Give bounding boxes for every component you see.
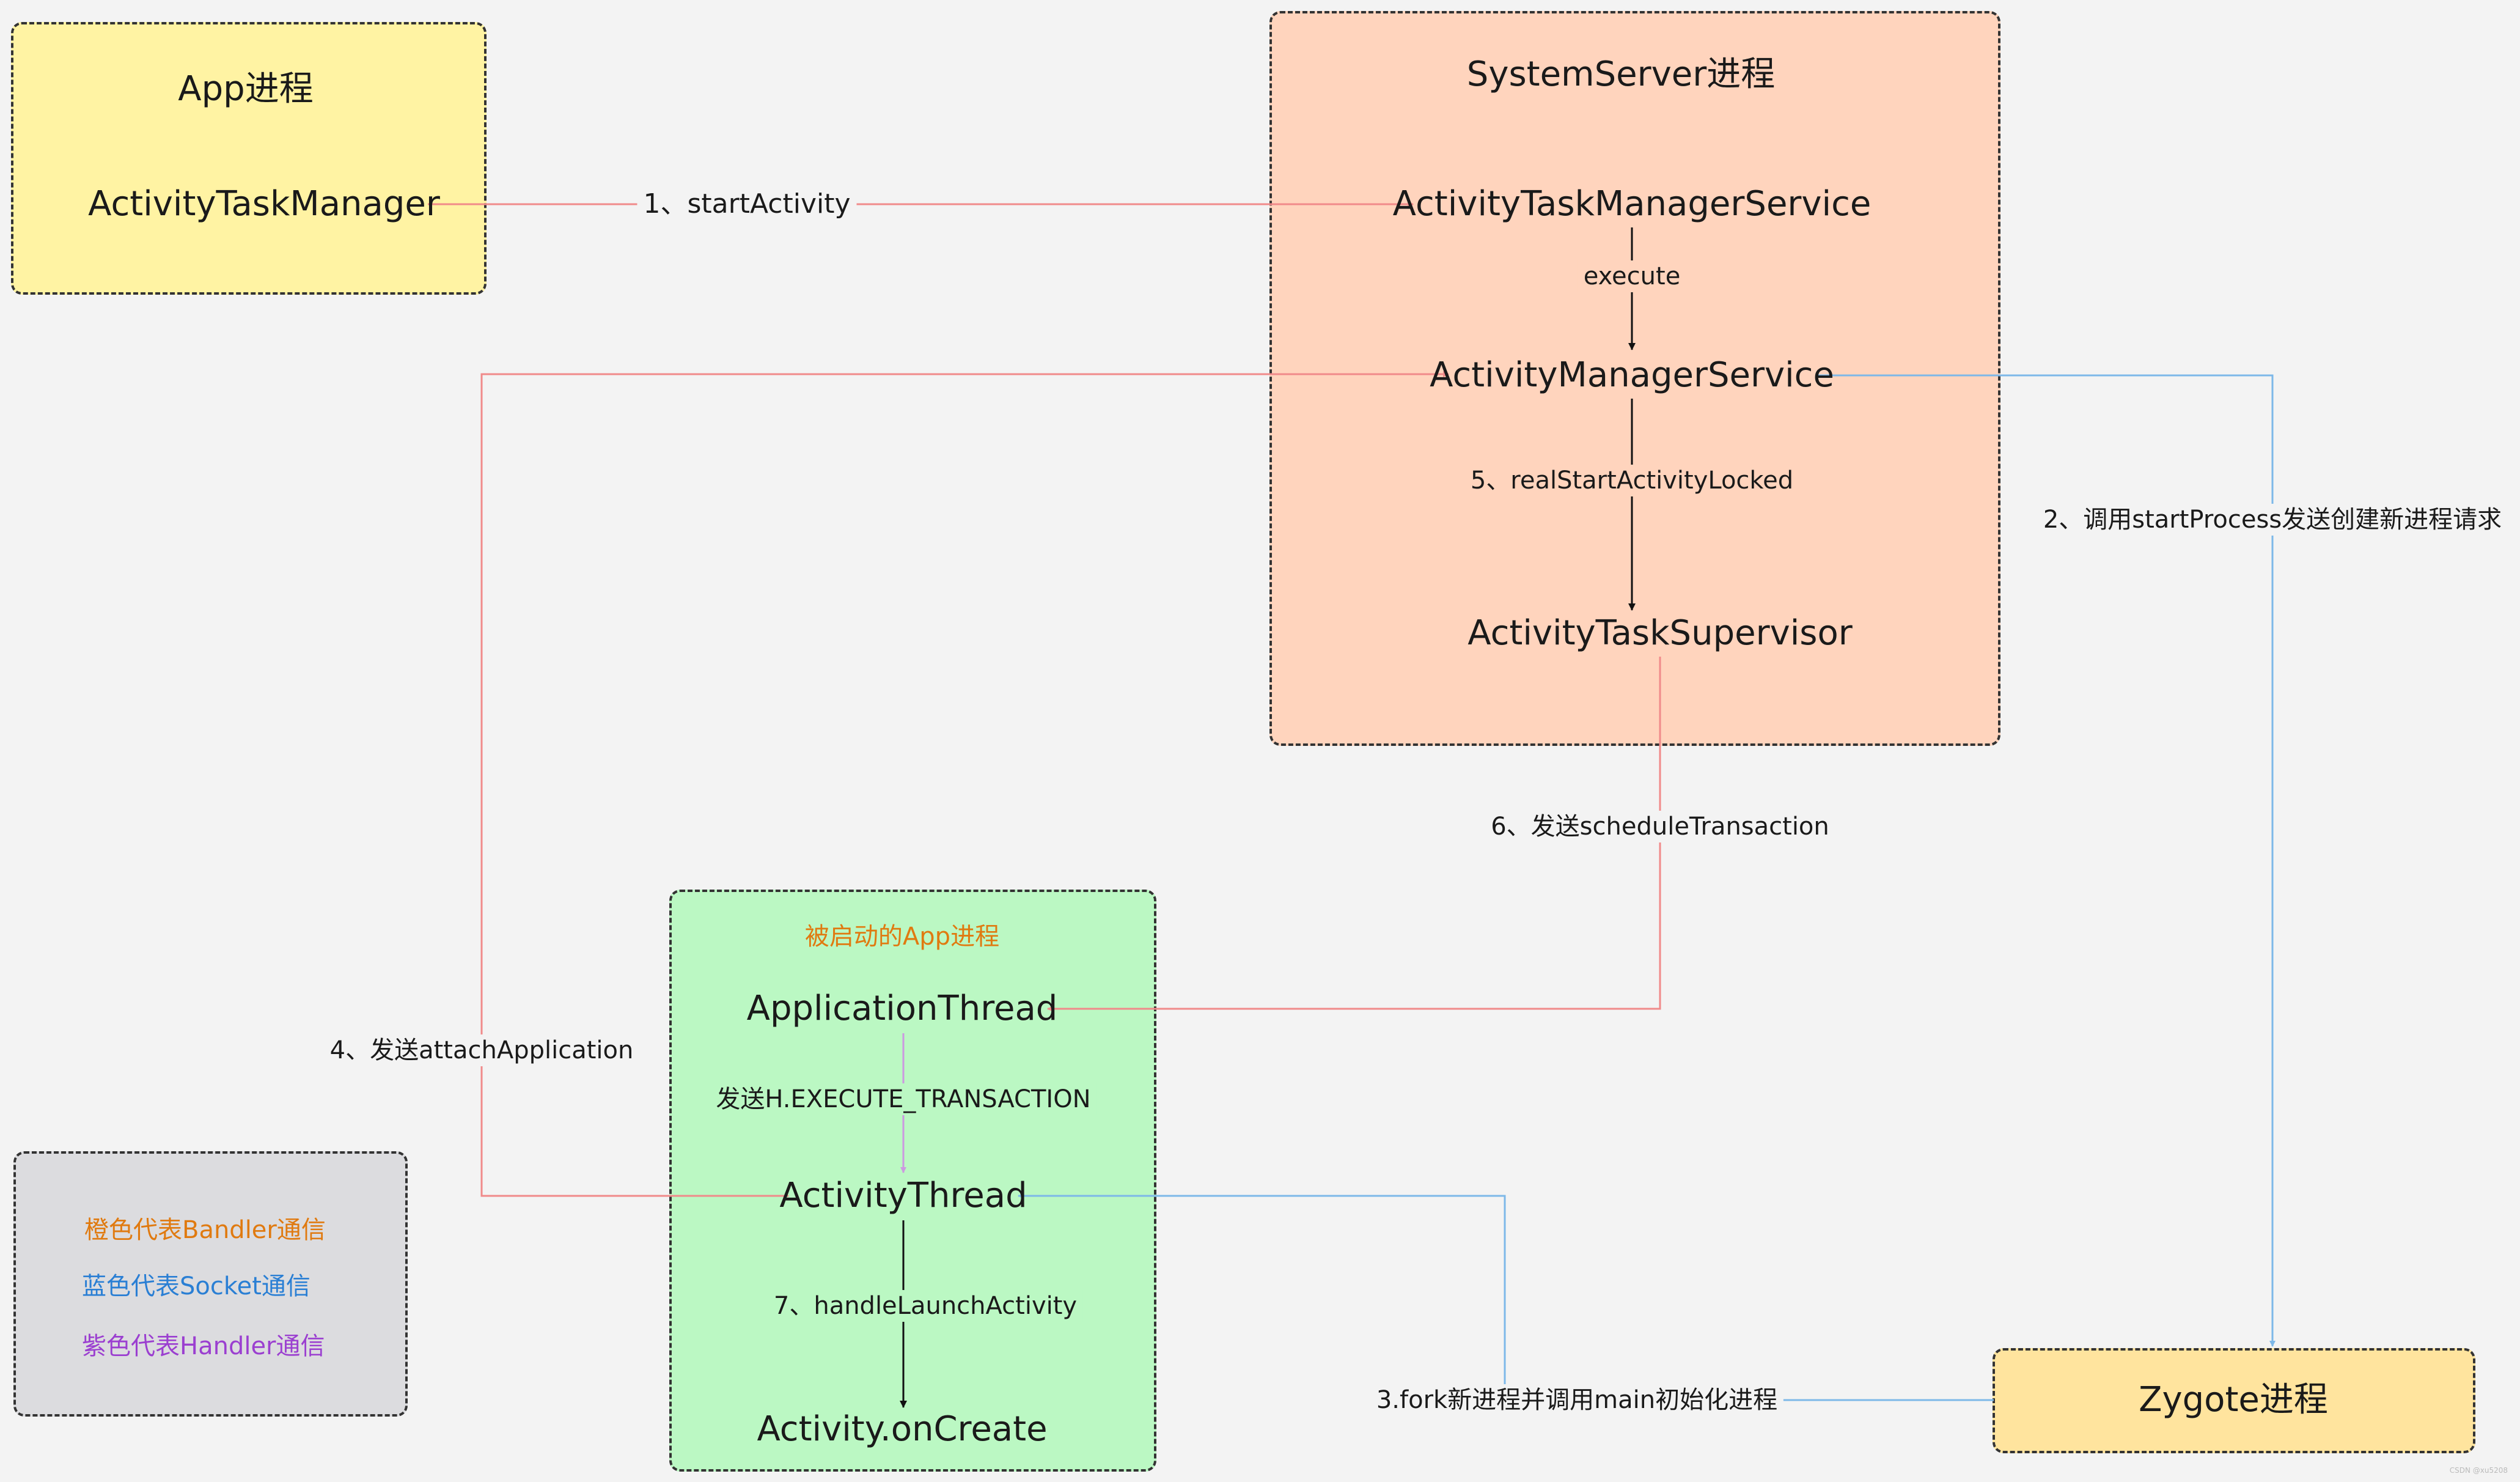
edge-handle-launch-label: 7、handleLaunchActivity xyxy=(767,1290,1084,1322)
node-activity-task-supervisor[interactable]: ActivityTaskSupervisor xyxy=(1468,613,1853,653)
app-process-title: App进程 xyxy=(178,69,314,109)
edge-attach-application-line xyxy=(480,371,1449,1197)
watermark: CSDN @xu5208 xyxy=(2449,1466,2508,1475)
edge-attach-application-label: 4、发送attachApplication xyxy=(323,1034,640,1066)
edge-fork-line xyxy=(1018,1193,1994,1401)
edge-fork-label: 3.fork新进程并调用main初始化进程 xyxy=(1370,1384,1784,1416)
legend-binder: 橙色代表Bandler通信 xyxy=(84,1216,326,1244)
zygote-process-box xyxy=(1993,1348,2475,1453)
launched-app-title: 被启动的App进程 xyxy=(804,923,1000,951)
edge-schedule-transaction-line xyxy=(1047,657,1661,1012)
system-server-process-box xyxy=(1269,11,2000,746)
node-application-thread[interactable]: ApplicationThread xyxy=(746,989,1058,1028)
system-server-title: SystemServer进程 xyxy=(1466,54,1776,94)
edge-start-process-line xyxy=(1815,374,2276,1347)
legend-handler: 紫色代表Handler通信 xyxy=(82,1332,325,1360)
node-activity-on-create[interactable]: Activity.onCreate xyxy=(757,1409,1048,1449)
edge-start-process-label: 2、调用startProcess发送创建新进程请求 xyxy=(2037,504,2508,536)
node-activity-manager-service[interactable]: ActivityManagerService xyxy=(1430,355,1834,395)
zygote-process-title: Zygote进程 xyxy=(2139,1380,2328,1420)
node-activity-task-manager-service[interactable]: ActivityTaskManagerService xyxy=(1392,184,1872,224)
legend-box xyxy=(13,1151,408,1417)
edge-start-activity-label: 1、startActivity xyxy=(637,187,857,221)
edge-execute-transaction-label: 发送H.EXECUTE_TRANSACTION xyxy=(710,1083,1097,1115)
edge-real-start-label: 5、realStartActivityLocked xyxy=(1464,465,1800,496)
app-process-box xyxy=(11,22,487,295)
launched-app-process-box xyxy=(669,890,1156,1472)
node-activity-thread[interactable]: ActivityThread xyxy=(779,1176,1027,1215)
legend-socket: 蓝色代表Socket通信 xyxy=(82,1272,310,1300)
edge-schedule-transaction-label: 6、发送scheduleTransaction xyxy=(1485,811,1835,842)
node-activity-task-manager[interactable]: ActivityTaskManager xyxy=(88,184,440,224)
edge-execute-label: execute xyxy=(1577,260,1687,292)
